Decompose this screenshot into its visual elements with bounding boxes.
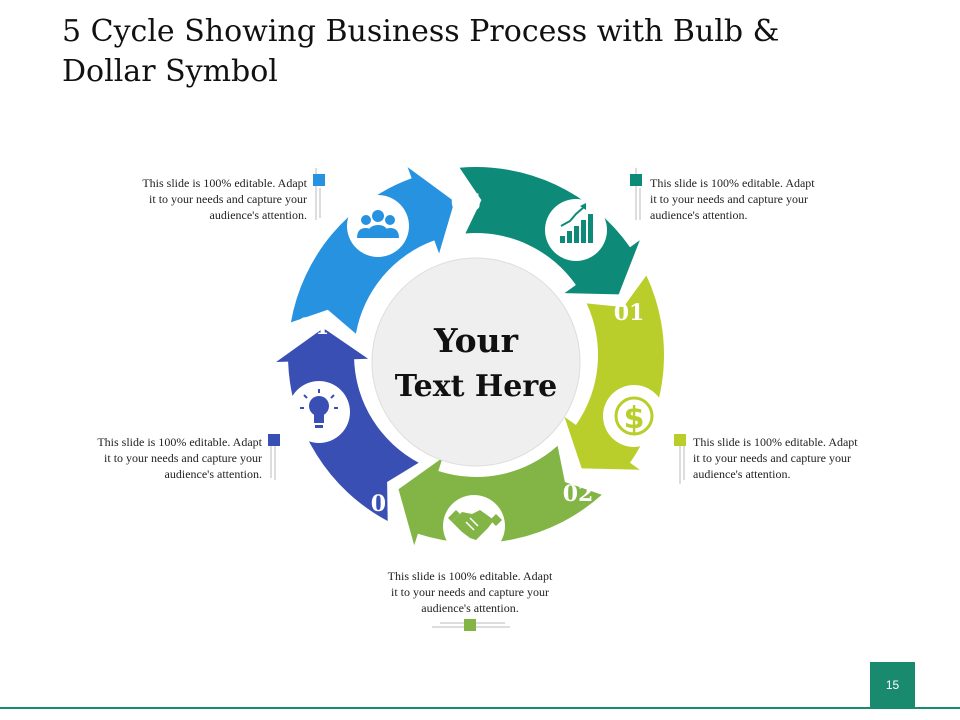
slide-title: 5 Cycle Showing Business Process with Bu… xyxy=(62,14,780,89)
note-03: This slide is 100% editable. Adapt it to… xyxy=(370,568,570,616)
note-03-line2: it to your needs and capture your xyxy=(391,585,549,599)
note-05-line1: This slide is 100% editable. Adapt xyxy=(142,176,307,190)
step-number-01: 01 xyxy=(614,300,645,326)
lightbulb-icon xyxy=(288,381,350,443)
note-01-line1: This slide is 100% editable. Adapt xyxy=(650,176,815,190)
note-03-line1: This slide is 100% editable. Adapt xyxy=(387,569,553,583)
page-number: 15 xyxy=(870,662,915,707)
step-number-02: 02 xyxy=(563,481,594,507)
dollar-icon: $ xyxy=(603,385,665,447)
note-02-line3: audience's attention. xyxy=(693,467,791,481)
note-02-line1: This slide is 100% editable. Adapt xyxy=(693,435,858,449)
note-02: This slide is 100% editable. Adapt it to… xyxy=(693,434,893,482)
note-05-line3: audience's attention. xyxy=(209,208,307,222)
note-03-line3: audience's attention. xyxy=(421,601,519,615)
step-number-05: 05 xyxy=(451,190,482,216)
svg-text:$: $ xyxy=(624,401,645,436)
center-circle xyxy=(371,257,581,467)
note-04-line3: audience's attention. xyxy=(164,467,262,481)
step-number-03: 03 xyxy=(371,491,402,517)
bar-chart-growth-icon xyxy=(545,199,607,261)
note-marker-02 xyxy=(674,434,686,484)
note-marker-01 xyxy=(630,168,642,220)
note-marker-04 xyxy=(268,434,280,480)
note-02-line2: it to your needs and capture your xyxy=(693,451,851,465)
note-marker-03 xyxy=(432,619,510,631)
note-05-line2: it to your needs and capture your xyxy=(149,192,307,206)
note-05: This slide is 100% editable. Adapt it to… xyxy=(107,175,307,223)
team-icon xyxy=(347,195,409,257)
note-04-line1: This slide is 100% editable. Adapt xyxy=(97,435,262,449)
note-01-line3: audience's attention. xyxy=(650,208,748,222)
note-marker-05 xyxy=(313,168,325,220)
cycle-arrow-04 xyxy=(276,328,419,521)
footer-line xyxy=(0,707,960,709)
handshake-icon xyxy=(443,495,505,557)
step-number-04: 04 xyxy=(298,314,329,340)
note-04-line2: it to your needs and capture your xyxy=(104,451,262,465)
center-text-line2: Text Here xyxy=(395,369,557,404)
center-text-line1: Your xyxy=(433,321,519,360)
note-01: This slide is 100% editable. Adapt it to… xyxy=(650,175,850,223)
note-01-line2: it to your needs and capture your xyxy=(650,192,808,206)
note-04: This slide is 100% editable. Adapt it to… xyxy=(62,434,262,482)
